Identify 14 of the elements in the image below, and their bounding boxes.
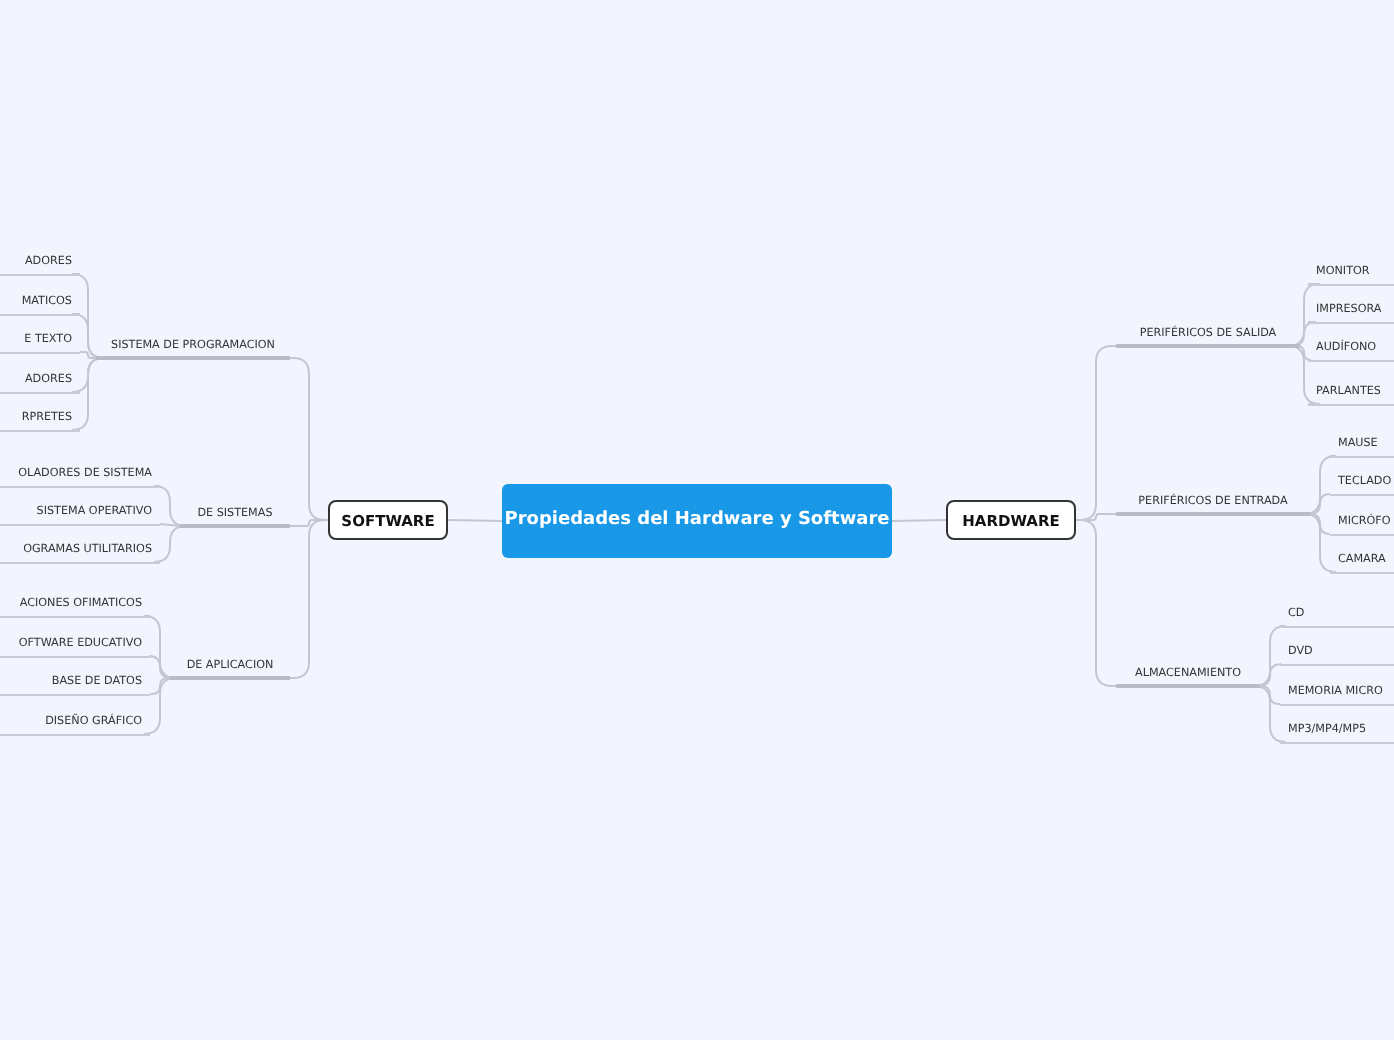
connector-line <box>1296 345 1312 361</box>
connector-line <box>1259 685 1281 705</box>
connector-line <box>1309 513 1331 535</box>
connector-line <box>79 351 97 359</box>
central-topic-box: Propiedades del Hardware y Software <box>502 484 892 558</box>
connector-line <box>891 519 947 522</box>
connector-line <box>447 519 503 522</box>
connector-line <box>148 655 172 679</box>
connector-line <box>1309 493 1331 515</box>
connector-line <box>289 519 329 679</box>
connector-line <box>1258 663 1282 687</box>
connector-line <box>1075 519 1117 687</box>
connector-line <box>159 523 181 527</box>
connector-line <box>149 677 171 695</box>
